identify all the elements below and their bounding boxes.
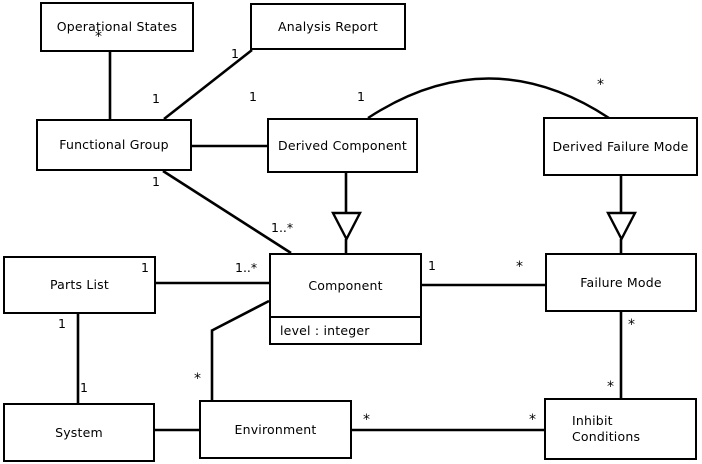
- class-box-analysis-report[interactable]: Analysis Report: [250, 3, 406, 50]
- class-box-failure-mode[interactable]: Failure Mode: [545, 253, 697, 312]
- edge-functional-group-analysis-report: [163, 48, 253, 121]
- class-name-functional-group: Functional Group: [59, 137, 169, 153]
- multiplicity-derived-failure-mode-arc: *: [597, 77, 604, 93]
- class-name-analysis-report: Analysis Report: [278, 18, 378, 34]
- class-name-failure-mode: Failure Mode: [580, 274, 662, 290]
- class-box-derived-failure-mode[interactable]: Derived Failure Mode: [543, 117, 698, 176]
- multiplicity-analysis-report-functional-group: 1: [231, 46, 239, 61]
- multiplicity-functional-group-component: 1: [152, 174, 160, 189]
- class-name-environment: Environment: [234, 421, 317, 437]
- class-box-inhibit-conditions[interactable]: Inhibit Conditions: [544, 398, 697, 460]
- class-name-system: System: [55, 424, 103, 440]
- class-box-operational-states[interactable]: Operational States: [40, 2, 194, 52]
- class-box-derived-component[interactable]: Derived Component: [267, 118, 418, 173]
- multiplicity-operational-states-functional-group: *: [95, 29, 102, 45]
- class-name-derived-component: Derived Component: [278, 137, 407, 153]
- multiplicity-failure-mode-inhibit-conditions: *: [628, 317, 635, 333]
- class-name-parts-list: Parts List: [49, 277, 109, 293]
- multiplicity-component-failure-mode: 1: [428, 258, 436, 273]
- multiplicity-parts-list-system: 1: [58, 316, 66, 331]
- class-box-system[interactable]: System: [3, 403, 155, 462]
- class-box-environment[interactable]: Environment: [199, 400, 352, 459]
- class-name-inhibit-conditions: Inhibit Conditions: [572, 413, 641, 444]
- class-name-operational-states: Operational States: [56, 19, 178, 35]
- multiplicity-inhibit-conditions-environment: *: [529, 412, 536, 428]
- class-box-component[interactable]: Component level : integer: [269, 253, 422, 345]
- generalization-triangle-failure-mode: [606, 211, 637, 242]
- class-attribute-component-level: level : integer: [271, 316, 420, 343]
- multiplicity-derived-component-functional-group: 1: [249, 89, 257, 104]
- edge-derived-component-derived-failure-mode-arc: [367, 77, 610, 120]
- class-box-parts-list[interactable]: Parts List: [3, 256, 156, 314]
- class-name-component: Component: [308, 277, 383, 293]
- multiplicity-environment-inhibit-conditions: *: [363, 412, 370, 428]
- multiplicity-component-parts-list: 1..*: [235, 260, 258, 275]
- multiplicity-inhibit-conditions-failure-mode: *: [607, 379, 614, 395]
- generalization-triangle-component: [331, 211, 362, 242]
- class-box-functional-group[interactable]: Functional Group: [36, 119, 192, 171]
- multiplicity-failure-mode-component: *: [516, 259, 523, 275]
- edge-environment-component-diagonal: [210, 299, 270, 333]
- edge-functional-group-component: [162, 169, 292, 255]
- multiplicity-parts-list-component: 1: [141, 260, 149, 275]
- multiplicity-functional-group-analysis-report: 1: [152, 91, 160, 106]
- multiplicity-component-functional-group: 1..*: [271, 220, 294, 235]
- multiplicity-environment-component: *: [194, 371, 201, 387]
- multiplicity-derived-component-arc: 1: [357, 89, 365, 104]
- multiplicity-system-parts-list: 1: [80, 380, 88, 395]
- class-name-derived-failure-mode: Derived Failure Mode: [552, 138, 689, 154]
